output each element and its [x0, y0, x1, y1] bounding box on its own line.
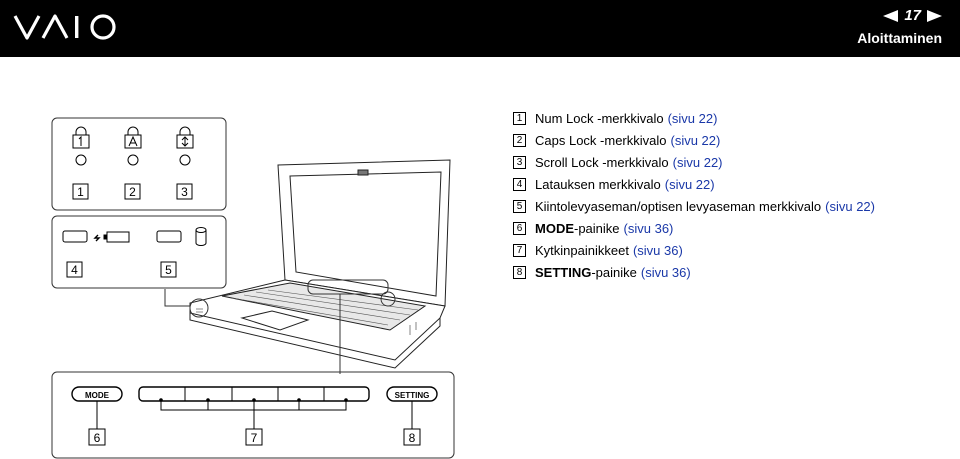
page-link[interactable]: (sivu 22): [664, 176, 715, 192]
list-item: 6 MODE-painike (sivu 36): [513, 217, 953, 239]
battery-charge-icon: [93, 231, 130, 243]
webcam: [357, 169, 369, 176]
page-link[interactable]: (sivu 22): [825, 198, 875, 214]
callout-4: 4: [71, 263, 78, 277]
indicator-panel: 1 2 3 4 5: [51, 117, 227, 289]
laptop-illustration: 1 2 3 4 5: [51, 117, 455, 459]
leader-line: [164, 289, 195, 307]
caps-lock-icon: [124, 126, 142, 166]
legend-list: 1 Num Lock -merkkivalo (sivu 22) 2 Caps …: [513, 107, 953, 283]
callout-box-3: [176, 183, 193, 200]
callout-box-4: [66, 261, 83, 278]
callout-box-7: [245, 428, 263, 446]
disk-drive-icon: [195, 227, 207, 246]
charge-indicator-led: [62, 230, 88, 243]
laptop-drawing: [189, 159, 451, 369]
list-item: 3 Scroll Lock -merkkivalo (sivu 22): [513, 151, 953, 173]
page-link[interactable]: (sivu 36): [632, 242, 683, 258]
callout-box-6: [88, 428, 106, 446]
num-lock-icon: [72, 126, 90, 166]
disk-indicator-led: [156, 230, 182, 243]
callout-1: 1: [77, 185, 84, 199]
page-number: 17: [904, 7, 921, 24]
list-item: 4 Latauksen merkkivalo (sivu 22): [513, 173, 953, 195]
setting-button[interactable]: SETTING: [386, 386, 438, 402]
callout-box-8: [403, 428, 421, 446]
next-page-arrow-icon[interactable]: [927, 9, 942, 22]
callout-8: 8: [409, 431, 416, 445]
callout-5: 5: [165, 263, 172, 277]
callout-3: 3: [181, 185, 188, 199]
svg-text:SETTING: SETTING: [395, 391, 430, 400]
svg-text:MODE: MODE: [85, 391, 110, 400]
scroll-lock-icon: [176, 126, 194, 166]
callout-box-5: [160, 261, 177, 278]
callout-6: 6: [94, 431, 101, 445]
list-item: 7 Kytkinpainikkeet (sivu 36): [513, 239, 953, 261]
page-link[interactable]: (sivu 22): [667, 110, 718, 126]
list-item: 1 Num Lock -merkkivalo (sivu 22): [513, 107, 953, 129]
page-link[interactable]: (sivu 22): [672, 154, 723, 170]
previous-page-arrow-icon[interactable]: [883, 9, 899, 22]
callout-box-1: [72, 183, 89, 200]
callout-7: 7: [251, 431, 258, 445]
page-link[interactable]: (sivu 22): [670, 132, 721, 148]
mode-button[interactable]: MODE: [71, 386, 123, 402]
list-item: 8 SETTING-painike (sivu 36): [513, 261, 953, 283]
vaio-logo: [13, 14, 116, 40]
page-navigation: 17: [883, 7, 942, 24]
list-item: 2 Caps Lock -merkkivalo (sivu 22): [513, 129, 953, 151]
page-link[interactable]: (sivu 36): [640, 264, 691, 280]
callout-2: 2: [129, 185, 136, 199]
callout-box-2: [124, 183, 141, 200]
list-item: 5 Kiintolevyaseman/optisen levyaseman me…: [513, 195, 953, 217]
button-panel: MODE SETTING 6 7 8: [51, 371, 455, 459]
page-link[interactable]: (sivu 36): [623, 220, 674, 236]
page-header: 17 Aloittaminen: [0, 0, 960, 57]
section-title: Aloittaminen: [857, 30, 942, 46]
